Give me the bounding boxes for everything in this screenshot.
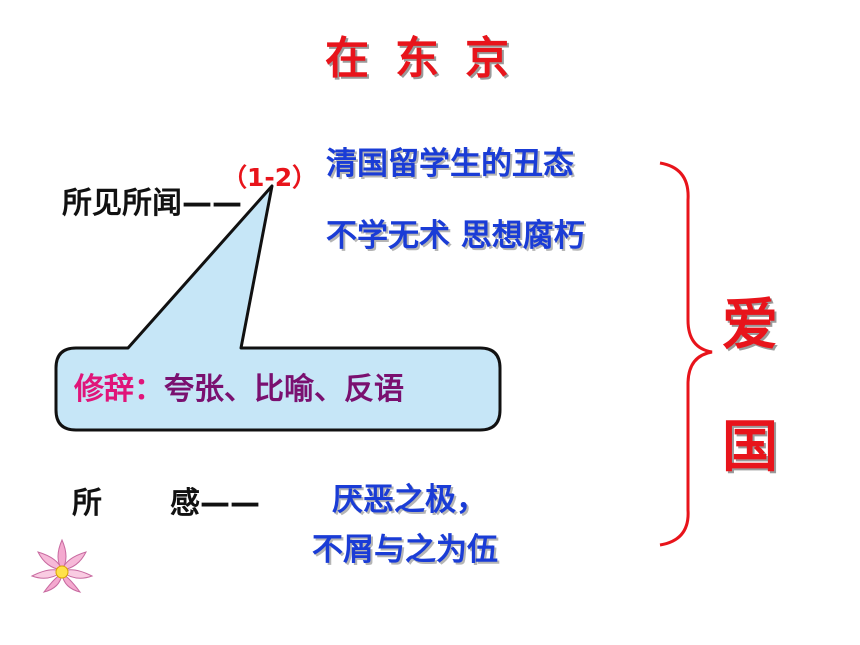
feel-label-b: 感—— bbox=[170, 486, 260, 521]
feel-label-a: 所 bbox=[72, 486, 102, 521]
conclusion-char-1: 爱 bbox=[722, 293, 778, 358]
seen-range: （1-2） bbox=[222, 163, 318, 192]
page-title: 在东京 bbox=[325, 33, 535, 84]
seen-line-1: 清国留学生的丑态 bbox=[326, 146, 574, 182]
seen-label: 所见所闻—— bbox=[62, 186, 242, 221]
callout-text: 修辞：夸张、比喻、反语 bbox=[74, 364, 404, 408]
lotus-flower-icon bbox=[30, 538, 94, 593]
callout-bubble bbox=[54, 184, 502, 432]
feel-line-2: 不屑与之为伍 bbox=[312, 532, 498, 568]
callout-colon: ： bbox=[134, 372, 164, 407]
conclusion-char-2: 国 bbox=[722, 415, 778, 480]
seen-line-2: 不学无术 思想腐朽 bbox=[326, 218, 585, 254]
right-brace bbox=[659, 161, 713, 547]
feel-line-1: 厌恶之极， bbox=[332, 482, 487, 518]
callout-content: 夸张、比喻、反语 bbox=[164, 372, 404, 407]
callout-label: 修辞 bbox=[74, 372, 134, 407]
